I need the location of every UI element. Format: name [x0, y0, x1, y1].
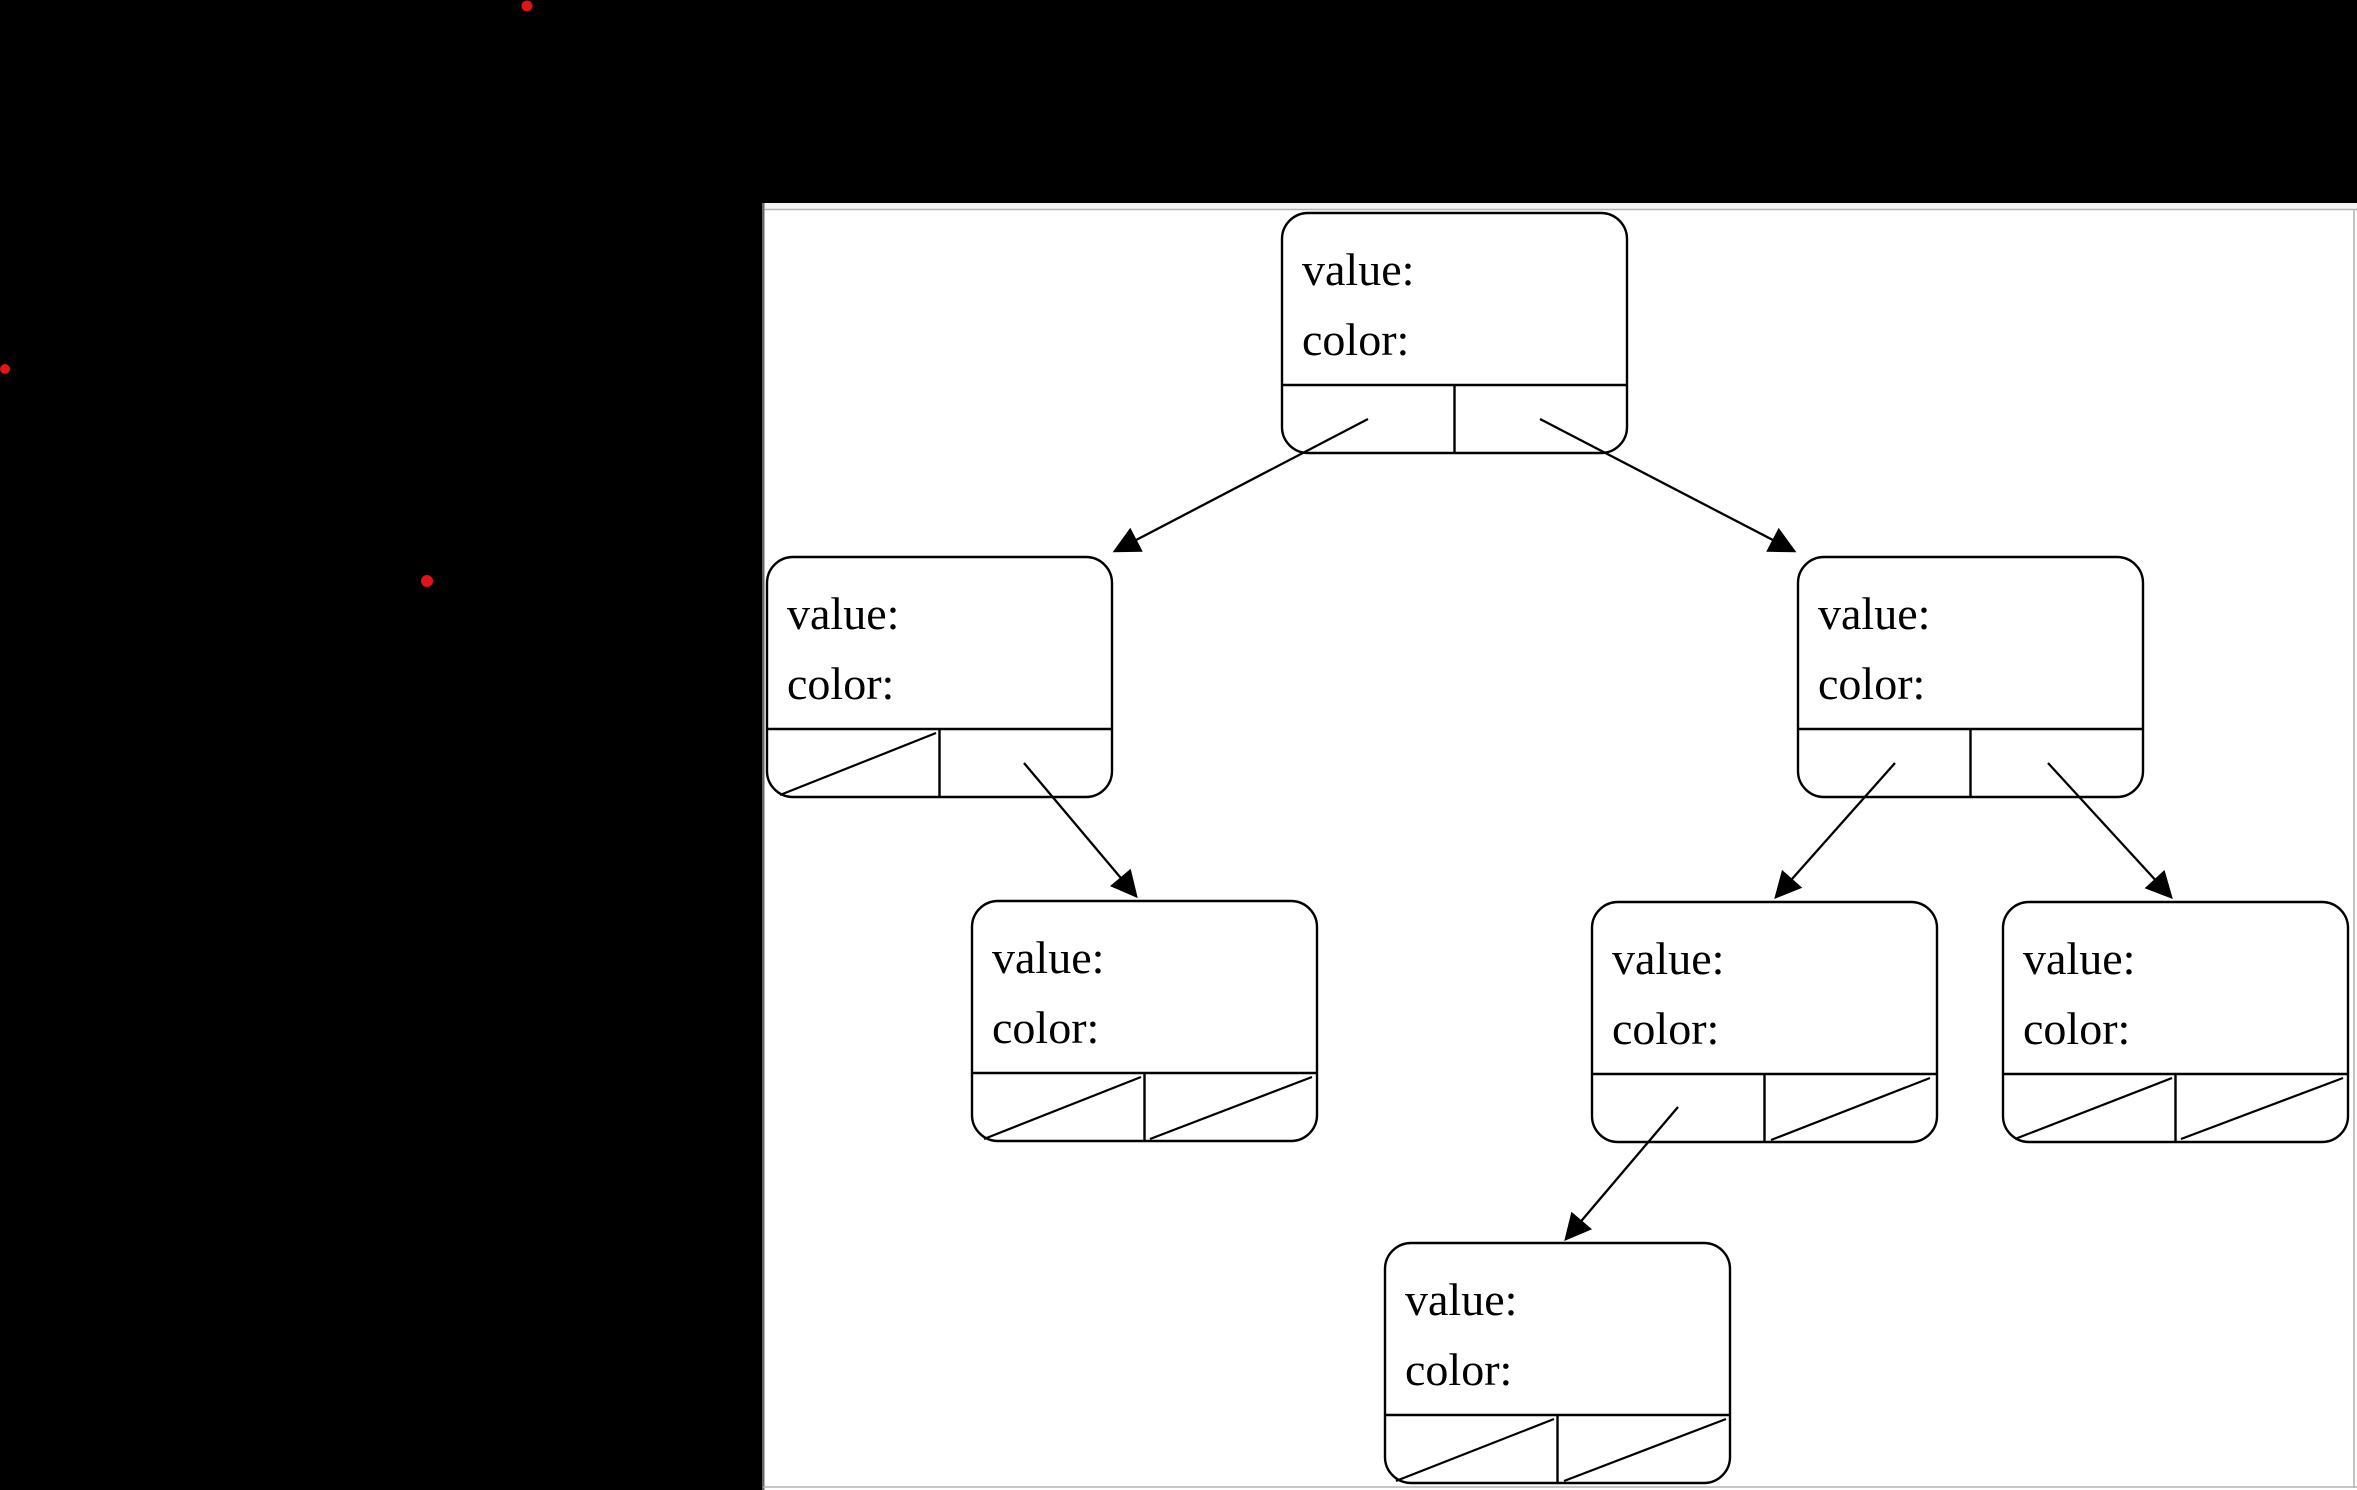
tree-node-root: value: color:	[1280, 211, 1629, 455]
null-pointer-slash-right	[1149, 1075, 1313, 1141]
tree-node-RL: value: color:	[1590, 900, 1939, 1144]
field-label-color: color:	[992, 1002, 1099, 1053]
field-label-value: value:	[1818, 588, 1930, 639]
null-pointer-slash-left	[2014, 1076, 2173, 1141]
field-label-value: value:	[1302, 244, 1414, 295]
panel-top-strip	[762, 203, 2357, 209]
edge-root-to-R	[1539, 417, 1797, 553]
null-pointer-slash-right	[2180, 1076, 2344, 1141]
red-dot	[521, 0, 533, 12]
tree-node-LR: value: color:	[970, 899, 1319, 1143]
null-pointer-slash-left	[779, 731, 937, 797]
field-label-color: color:	[2023, 1003, 2130, 1054]
field-label-value: value:	[992, 932, 1104, 983]
field-label-value: value:	[2023, 933, 2135, 984]
field-label-value: value:	[1405, 1274, 1517, 1325]
field-label-color: color:	[1818, 658, 1925, 709]
edge-R-to-RL	[1774, 762, 1896, 900]
tree-node-RLL: value: color:	[1383, 1241, 1732, 1485]
field-label-color: color:	[1612, 1003, 1719, 1054]
null-pointer-slash-left	[1395, 1417, 1555, 1483]
field-label-color: color:	[1302, 314, 1409, 365]
edge-R-to-RR	[2047, 762, 2173, 899]
field-label-value: value:	[1612, 933, 1724, 984]
field-label-color: color:	[787, 658, 894, 709]
null-pointer-slash-right	[1563, 1417, 1727, 1483]
edge-root-to-L	[1112, 417, 1369, 553]
tree-node-R: value: color:	[1796, 555, 2145, 799]
edge-L-to-LR	[1023, 762, 1138, 899]
field-label-value: value:	[787, 588, 899, 639]
panel-left-edge	[762, 203, 765, 1490]
red-dot	[421, 575, 433, 587]
edge-RL-to-RLL	[1564, 1106, 1679, 1242]
tree-node-RR: value: color:	[2001, 900, 2350, 1144]
tree-node-L: value: color:	[765, 555, 1114, 799]
null-pointer-slash-right	[1770, 1076, 1931, 1142]
field-label-color: color:	[1405, 1344, 1512, 1395]
red-dot	[0, 364, 10, 374]
null-pointer-slash-left	[983, 1075, 1142, 1141]
